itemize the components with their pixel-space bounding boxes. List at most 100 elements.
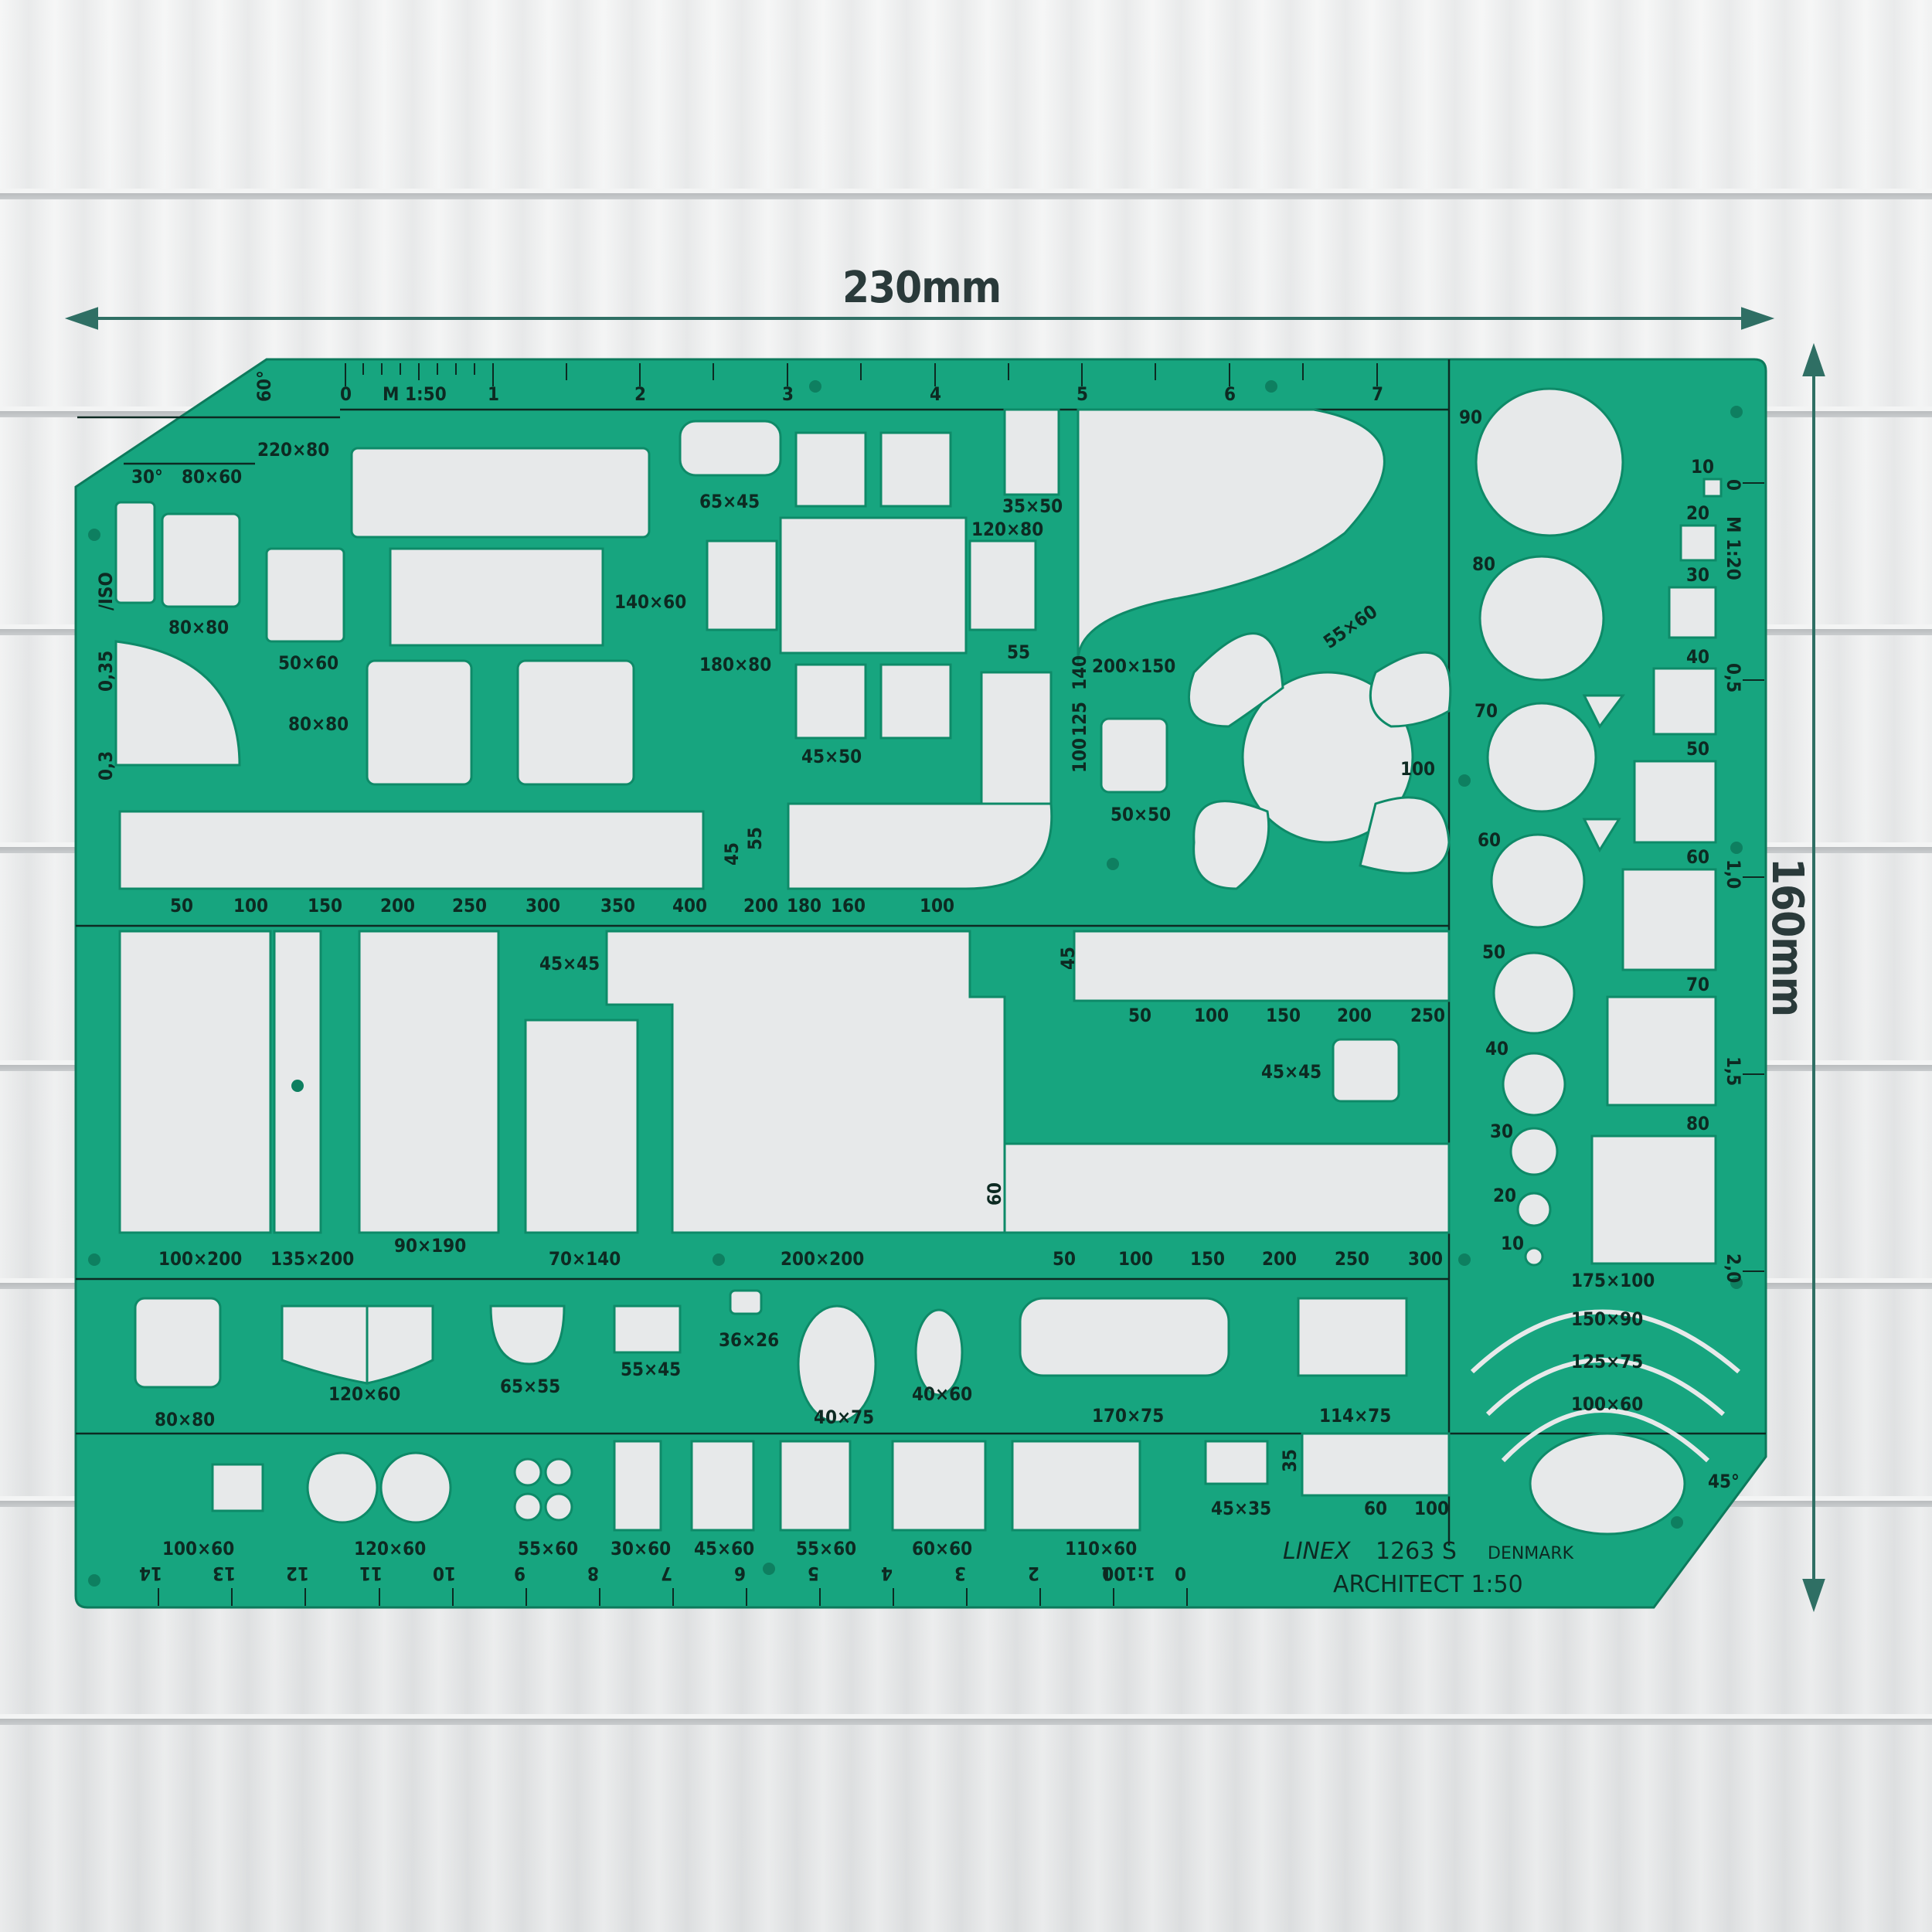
ruler1b-160: 160	[831, 895, 866, 917]
ruler1-150: 150	[308, 895, 342, 917]
label-125: 125	[1069, 702, 1090, 736]
width-dimension-arrow	[64, 307, 1775, 330]
label-35: 35	[1279, 1449, 1301, 1472]
label-150x90: 150×90	[1571, 1308, 1643, 1330]
ruler1b-200: 200	[743, 895, 778, 917]
bottom-scale-6: 6	[734, 1563, 746, 1584]
label-35x50: 35×50	[1002, 495, 1063, 517]
label-36x26: 36×26	[719, 1329, 779, 1351]
top-scale-1: 1	[488, 383, 499, 405]
top-scale-5: 5	[1077, 383, 1088, 405]
square-10: 10	[1691, 456, 1714, 478]
square-60: 60	[1686, 846, 1709, 868]
pen-iso: /ISO	[95, 572, 117, 611]
bottom-scale-4: 4	[881, 1563, 893, 1584]
square-50: 50	[1686, 738, 1709, 760]
circle-90: 90	[1459, 406, 1482, 428]
side-scale-10: 1,0	[1723, 859, 1744, 889]
circle-30: 30	[1490, 1121, 1513, 1142]
brand-name: LINEX	[1283, 1538, 1352, 1565]
ruler1-300: 300	[526, 895, 560, 917]
label-90x190: 90×190	[394, 1235, 466, 1257]
ruler1-350: 350	[600, 895, 635, 917]
ruler3-50: 50	[1053, 1248, 1076, 1270]
circle-50: 50	[1482, 941, 1505, 963]
ruler2-250: 250	[1410, 1005, 1445, 1026]
screw-holes	[88, 380, 1743, 1587]
label-114x75: 114×75	[1319, 1405, 1391, 1427]
bottom-scale-7: 7	[661, 1563, 672, 1584]
bottom-ruler	[158, 1588, 1188, 1606]
square-70: 70	[1686, 974, 1709, 995]
label-45x60: 45×60	[694, 1538, 754, 1560]
ruler3-300: 300	[1408, 1248, 1443, 1270]
label-80x80-a: 80×80	[168, 617, 229, 638]
top-scale-6: 6	[1224, 383, 1236, 405]
square-30: 30	[1686, 564, 1709, 586]
label-45x45-a: 45×45	[539, 953, 600, 975]
label-60x60: 60×60	[912, 1538, 972, 1560]
ruler1-400: 400	[672, 895, 707, 917]
label-120x80: 120×80	[971, 519, 1043, 540]
brand-line2: ARCHITECT 1:50	[1333, 1571, 1523, 1598]
ruler1b-180: 180	[787, 895, 821, 917]
label-170x75: 170×75	[1092, 1405, 1164, 1427]
label-55x60-b: 55×60	[796, 1538, 856, 1560]
top-scale-2: 2	[634, 383, 646, 405]
label-45x50: 45×50	[801, 746, 862, 767]
height-dimension-arrow	[1802, 342, 1825, 1613]
label-100-bottom: 100	[1414, 1498, 1449, 1519]
label-80x60: 80×60	[182, 466, 242, 488]
brand-country: DENMARK	[1488, 1544, 1574, 1563]
side-scale-15: 1,5	[1723, 1056, 1744, 1086]
bottom-scale-10: 10	[433, 1563, 456, 1584]
top-scale-4: 4	[930, 383, 941, 405]
label-110x60: 110×60	[1065, 1538, 1137, 1560]
side-scale-05: 0,5	[1723, 663, 1744, 692]
square-80: 80	[1686, 1113, 1709, 1134]
bottom-scale-3: 3	[954, 1563, 966, 1584]
label-200x150: 200×150	[1092, 655, 1175, 677]
ruler3-250: 250	[1335, 1248, 1369, 1270]
label-65x55: 65×55	[500, 1376, 560, 1397]
label-80x80-b: 80×80	[288, 713, 349, 735]
top-scale-0: 0	[340, 383, 352, 405]
pen-03: 0,3	[95, 751, 117, 781]
circle-10: 10	[1501, 1233, 1524, 1254]
label-60-bottom: 60	[1364, 1498, 1387, 1519]
label-100-circle: 100	[1400, 758, 1435, 780]
label-100: 100	[1069, 738, 1090, 773]
label-80x80-c: 80×80	[155, 1409, 215, 1430]
side-ruler	[1743, 482, 1764, 1272]
height-dimension-label: 160mm	[1762, 858, 1812, 1017]
ruler1-100: 100	[233, 895, 268, 917]
angle-45: 45°	[1708, 1471, 1740, 1492]
bottom-scale-12: 12	[286, 1563, 309, 1584]
bottom-scale-5: 5	[808, 1563, 819, 1584]
bottom-scale-label: 1:100	[1102, 1563, 1155, 1584]
square-40: 40	[1686, 646, 1709, 668]
label-45x35: 45×35	[1211, 1498, 1271, 1519]
label-70x140: 70×140	[549, 1248, 621, 1270]
bottom-scale-11: 11	[359, 1563, 383, 1584]
pen-035: 0,35	[95, 651, 117, 692]
label-135x200: 135×200	[270, 1248, 354, 1270]
ruler1b-100: 100	[920, 895, 954, 917]
label-50x50: 50×50	[1111, 804, 1171, 825]
bottom-scale-2: 2	[1028, 1563, 1039, 1584]
label-55: 55	[1007, 641, 1030, 663]
angle-30: 30°	[131, 466, 163, 488]
top-ruler	[345, 363, 1378, 386]
circle-20: 20	[1493, 1185, 1516, 1206]
label-200x200: 200×200	[781, 1248, 864, 1270]
ruler2-50: 50	[1128, 1005, 1151, 1026]
label-55x60: 55×60	[518, 1538, 578, 1560]
ruler2-100: 100	[1194, 1005, 1229, 1026]
width-dimension-label: 230mm	[842, 263, 1002, 313]
ruler1-250: 250	[452, 895, 487, 917]
circle-80: 80	[1472, 553, 1495, 575]
label-65x45: 65×45	[699, 491, 760, 512]
label-55-vert: 55	[744, 827, 766, 850]
label-120x60-a: 120×60	[328, 1383, 400, 1405]
top-scale-7: 7	[1372, 383, 1383, 405]
